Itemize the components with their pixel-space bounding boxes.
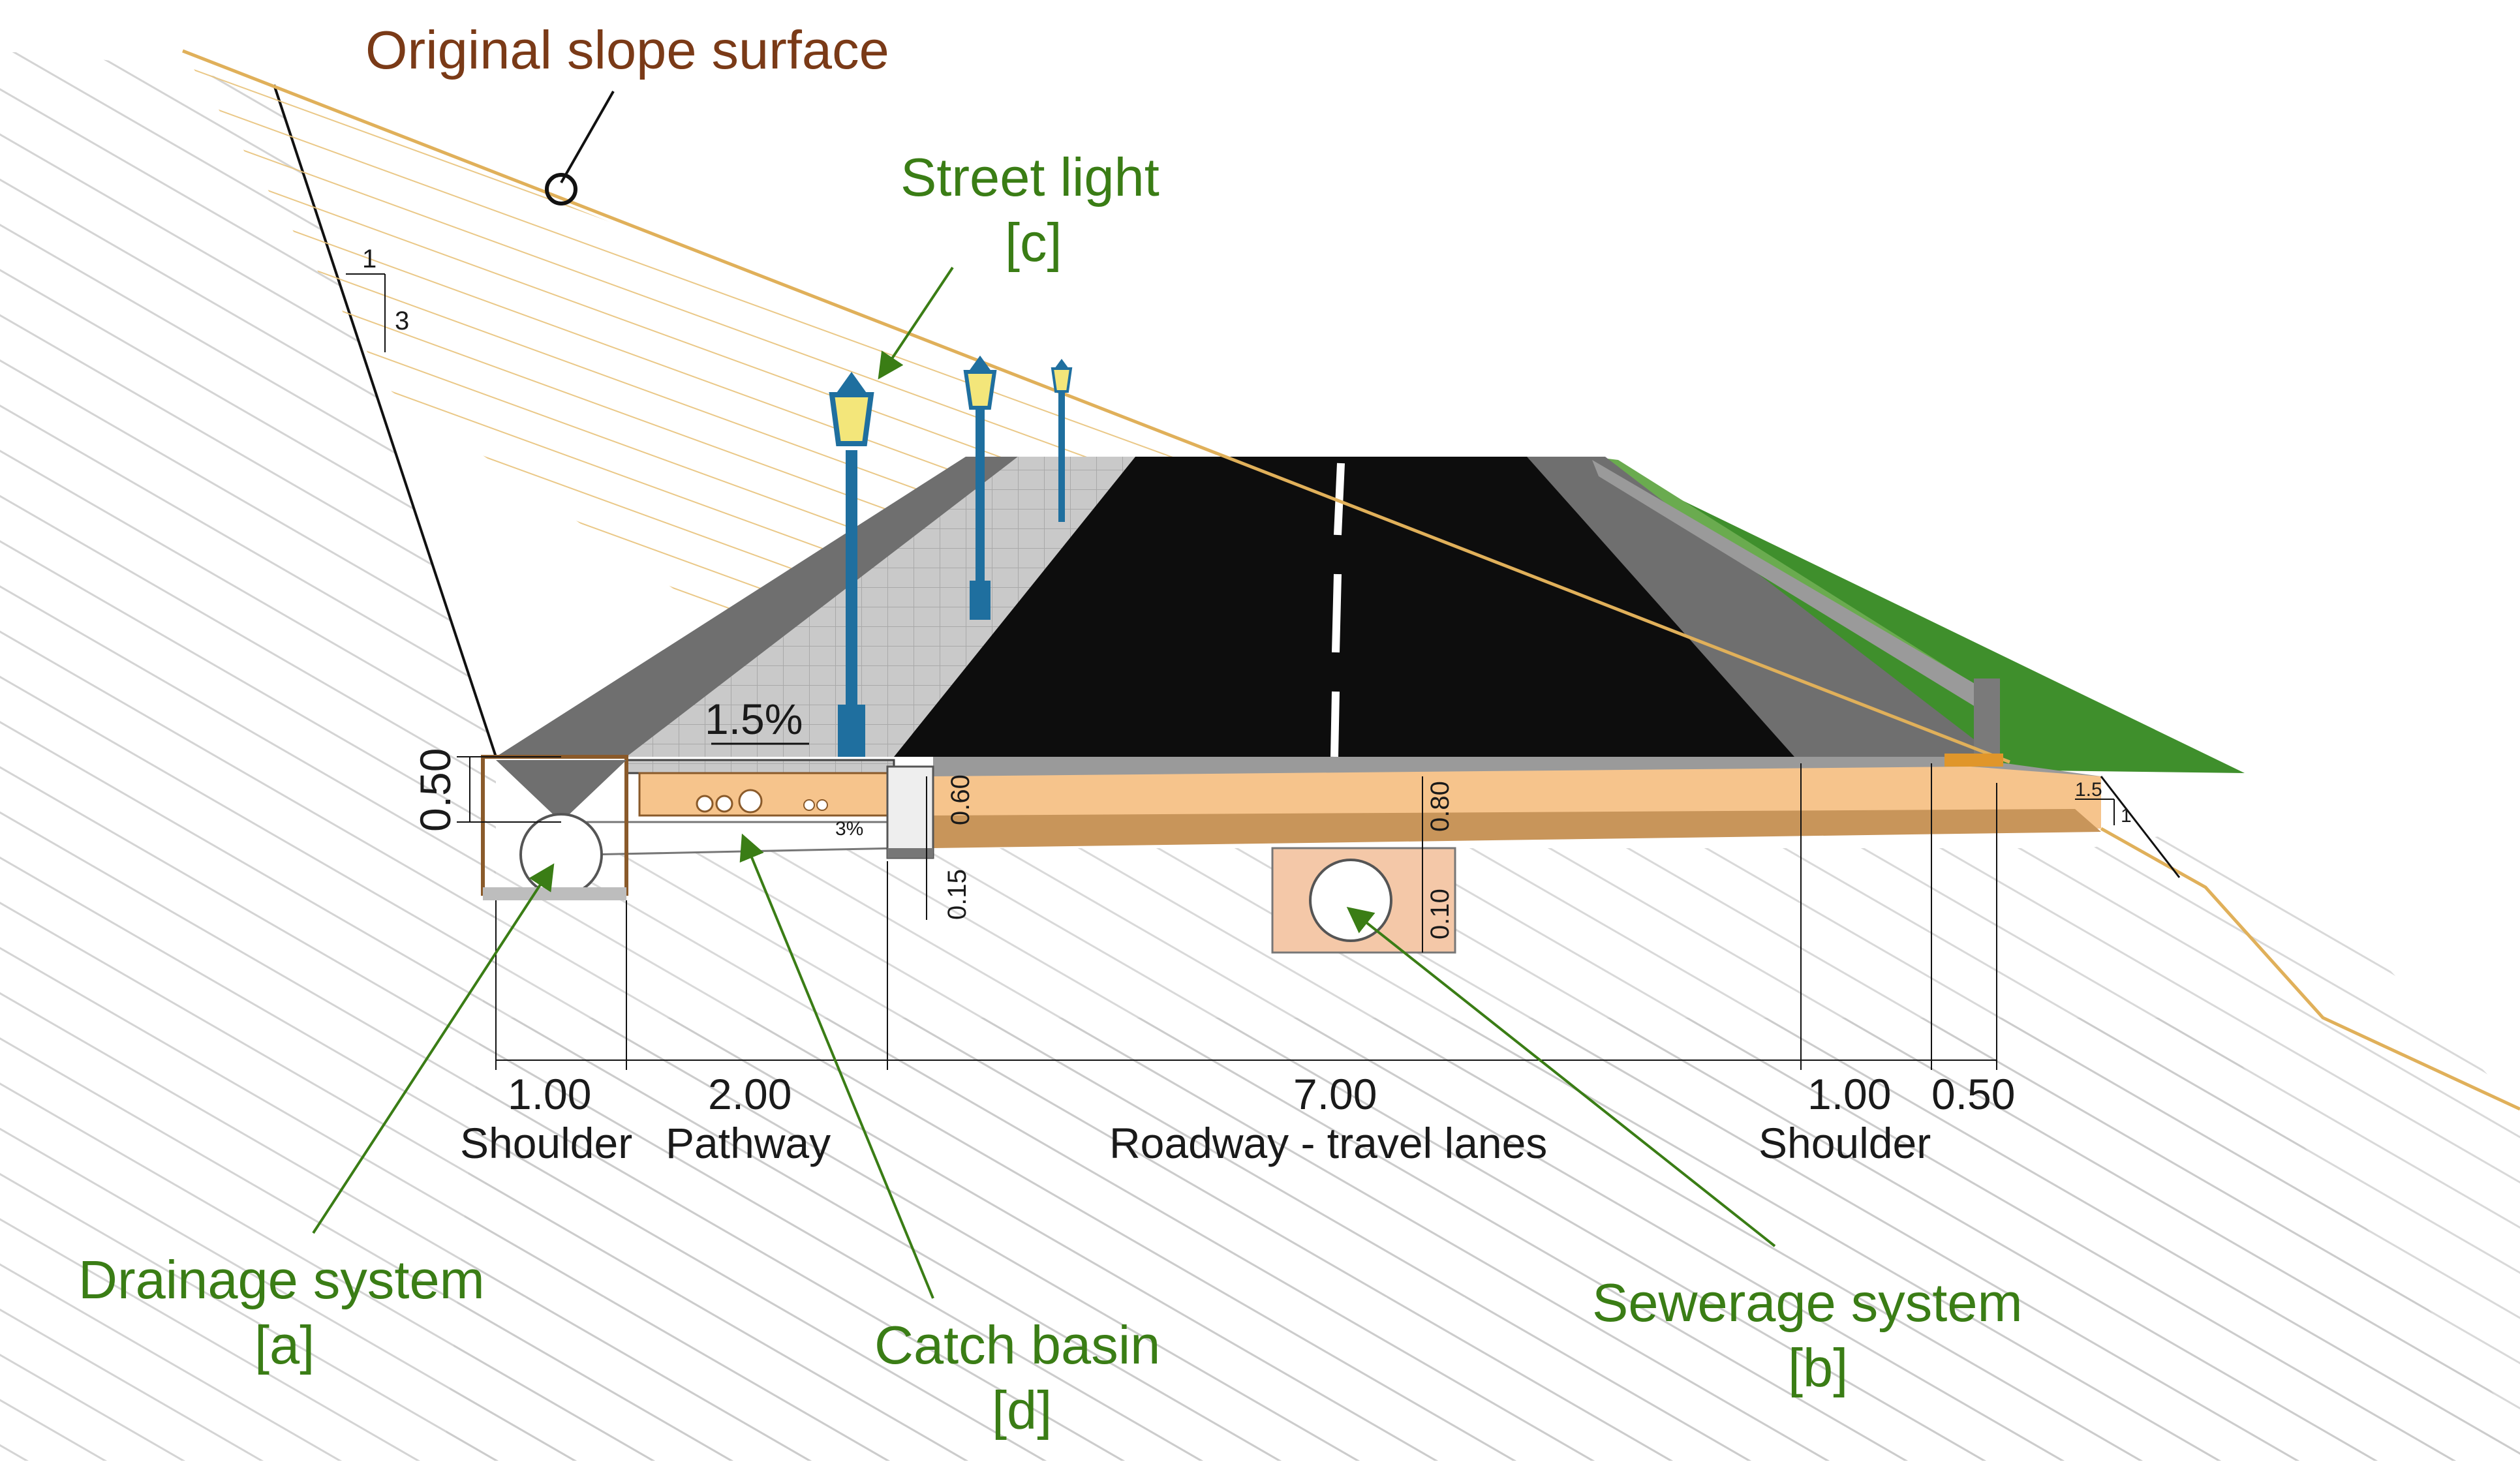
fill-slope-rise: 1 [2121, 805, 2132, 827]
shoulder-right-value: 1.00 [1807, 1070, 1891, 1118]
edge-value: 0.50 [1931, 1070, 2015, 1118]
sewer-cover: 0.10 [1426, 889, 1454, 939]
original-slope-marker [545, 173, 577, 206]
roadway-label: Roadway - travel lanes [1109, 1119, 1547, 1167]
fill-slope-run: 1.5 [2075, 779, 2102, 801]
shoulder-right-label: Shoulder [1759, 1119, 1931, 1167]
drainage-ref: [a] [254, 1315, 315, 1375]
street-light-1 [829, 372, 874, 757]
cut-slope-run: 3 [395, 307, 409, 335]
street-light-2 [963, 356, 997, 620]
original-slope-label: Original slope surface [365, 20, 889, 80]
pipe-slope: 3% [835, 818, 863, 840]
dimension-lines [346, 273, 2115, 1070]
ditch-depth: 0.50 [411, 748, 459, 832]
original-slope-line [182, 49, 2010, 764]
ground-line-right [2100, 827, 2520, 1111]
street-light-label: Street light [900, 147, 1160, 207]
street-light-ref: [c] [1005, 212, 1062, 273]
sewerage-label: Sewerage system [1592, 1272, 2023, 1333]
catch-basin-ref: [d] [992, 1380, 1052, 1441]
pavement-depth-right: 0.80 [1426, 781, 1454, 832]
shoulder-left-value: 1.00 [508, 1070, 591, 1118]
curb-depth: 0.15 [943, 869, 972, 920]
pathway-slope: 1.5% [705, 695, 803, 743]
shoulder-left-label: Shoulder [460, 1119, 632, 1167]
cut-slope-rise: 1 [362, 245, 376, 273]
road-surface [496, 457, 2000, 757]
catch-basin-label: Catch basin [874, 1315, 1160, 1375]
sewerage-ref: [b] [1788, 1337, 1848, 1398]
roadway-value: 7.00 [1293, 1070, 1377, 1118]
callout-lines [312, 91, 1776, 1299]
pavement-depth-left: 0.60 [946, 774, 975, 825]
drainage-label: Drainage system [78, 1249, 485, 1310]
terrain [0, 52, 2520, 1461]
pathway-value: 2.00 [708, 1070, 791, 1118]
street-light-3 [1051, 359, 1073, 522]
grass-embankment [1592, 457, 2245, 773]
pathway-label: Pathway [666, 1119, 831, 1167]
